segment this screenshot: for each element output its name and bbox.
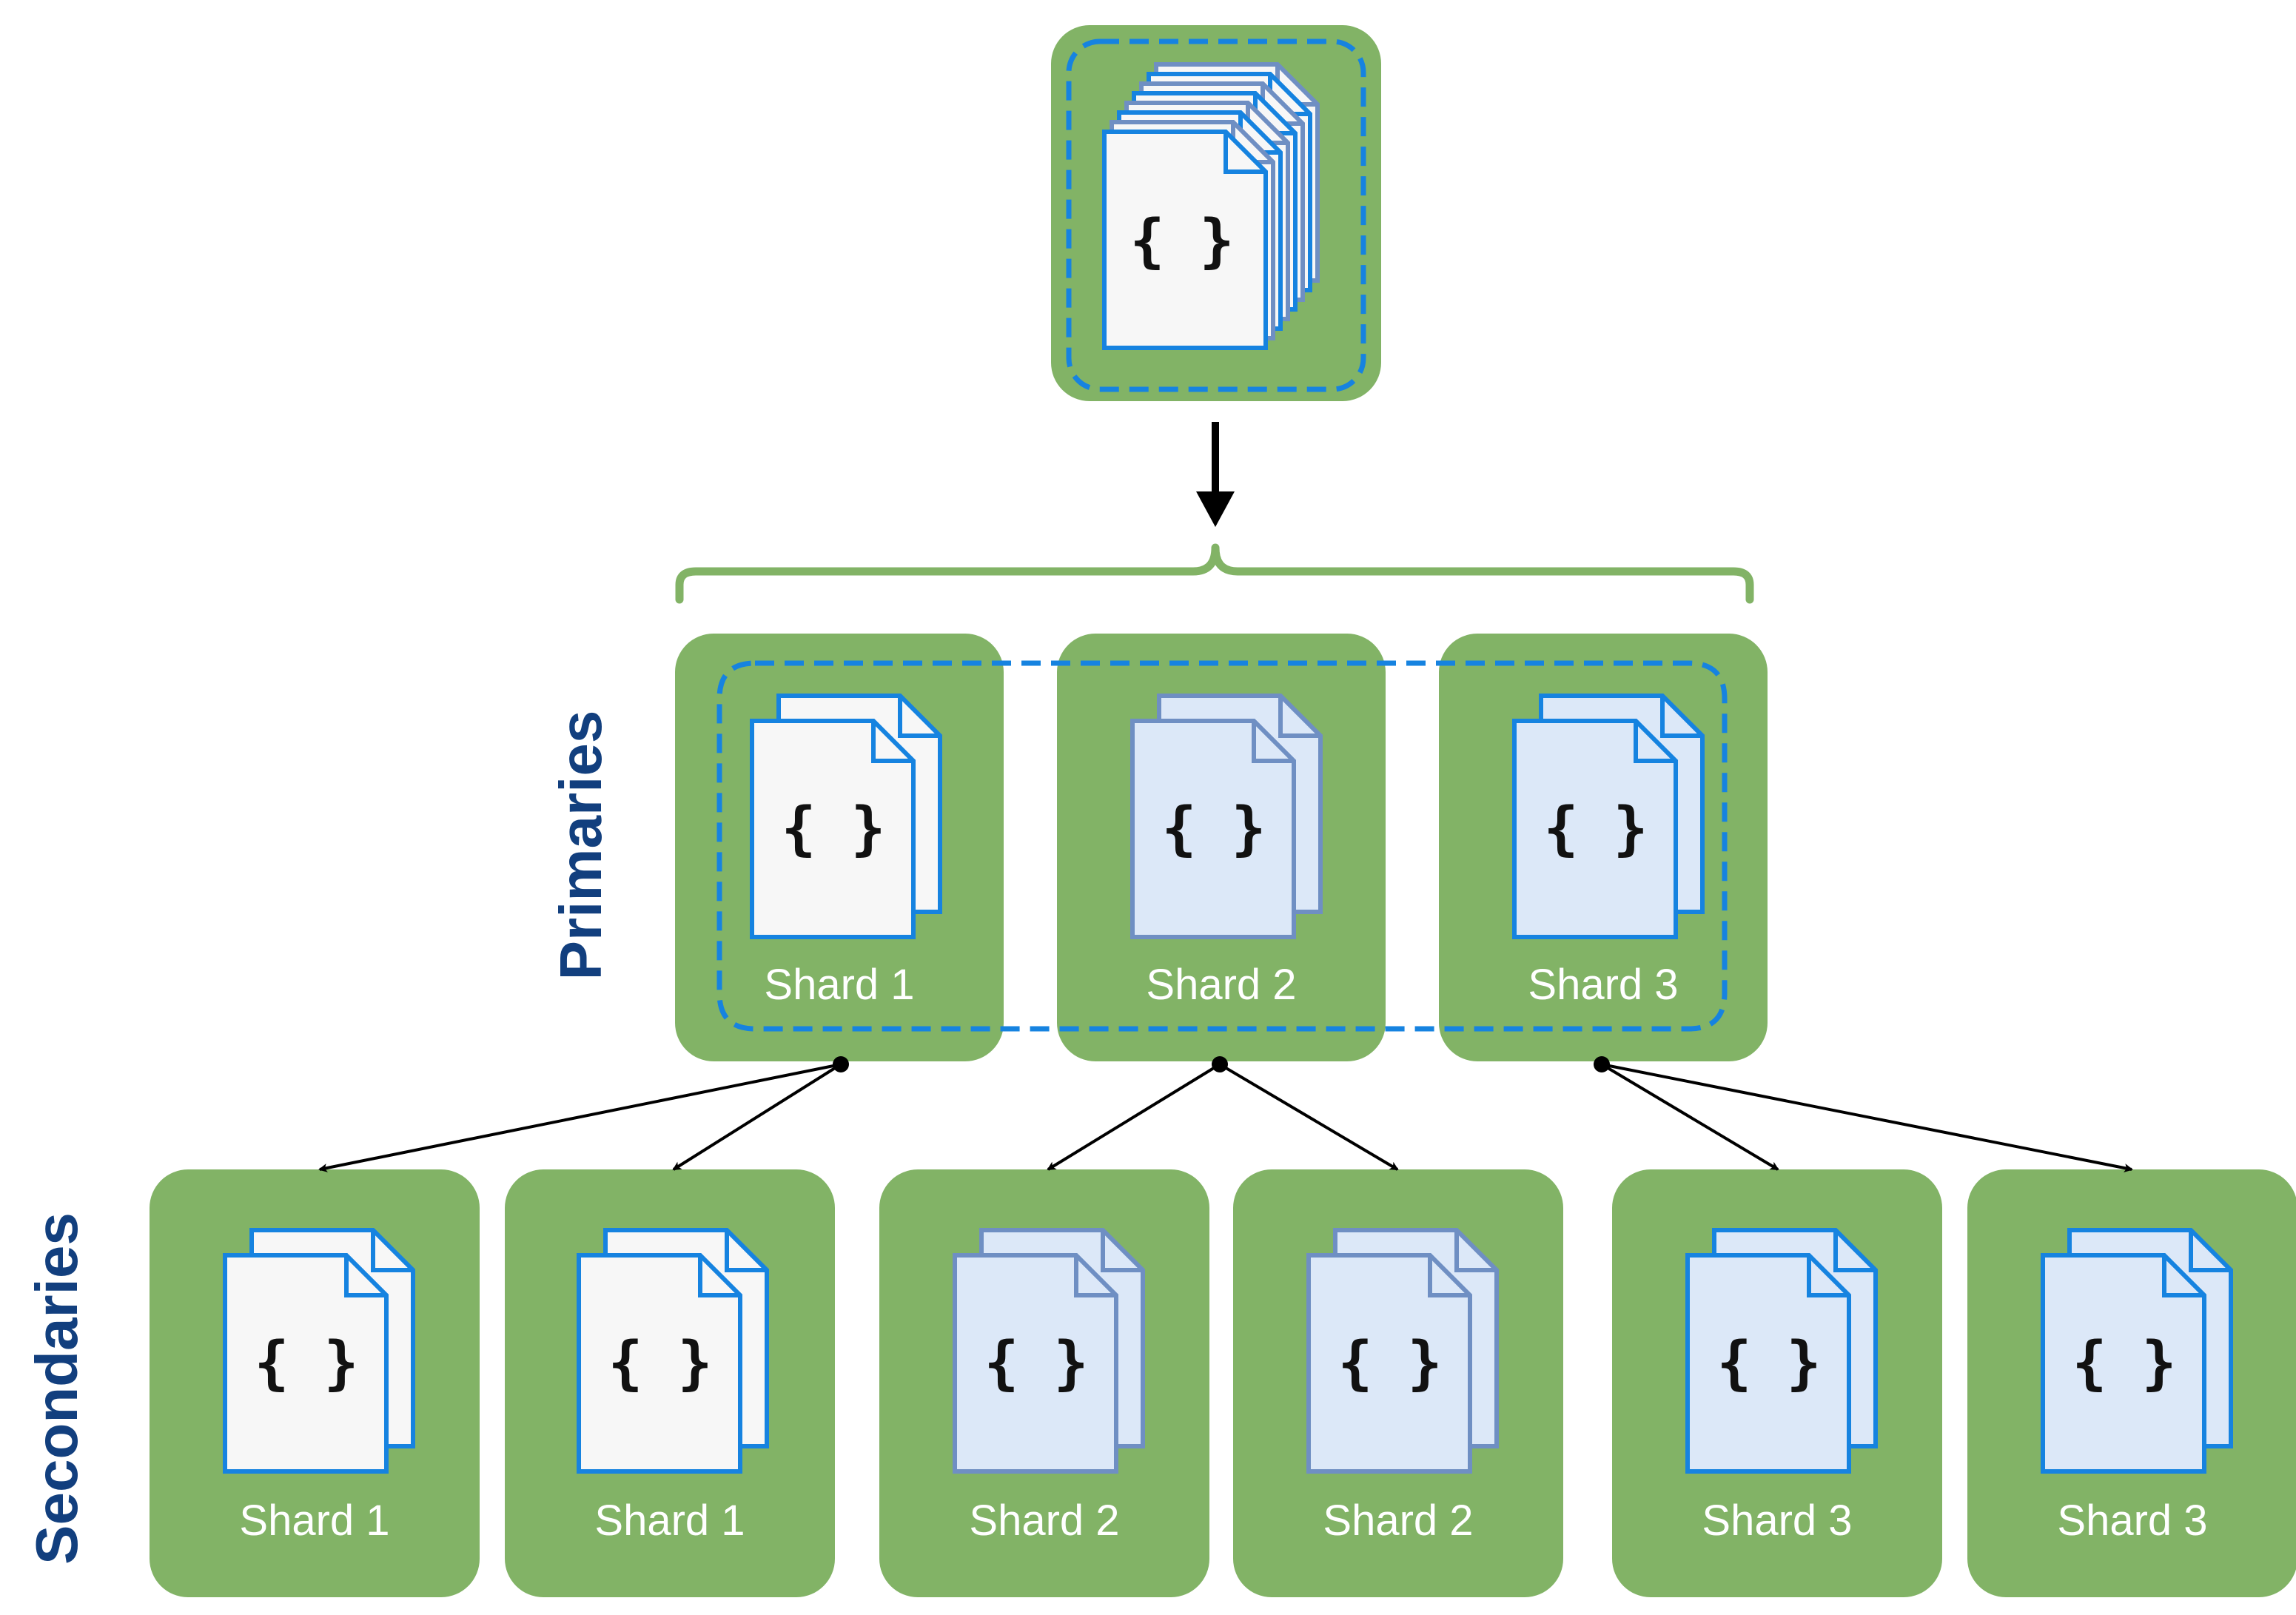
document-pair-icon: { } [1306, 1228, 1499, 1474]
document-pair-icon: { } [2041, 1228, 2233, 1474]
front-page-icon [577, 1253, 742, 1474]
front-page-icon [953, 1253, 1118, 1474]
secondary-shard-label: Shard 1 [239, 1497, 389, 1545]
replication-arrow [672, 1063, 842, 1171]
document-braces: { } [255, 1330, 359, 1397]
front-page-icon [1512, 719, 1678, 939]
secondary-shard-label: Shard 3 [2057, 1497, 2207, 1545]
secondary-shard-label: Shard 2 [1323, 1497, 1473, 1545]
replication-source-dot [833, 1056, 849, 1072]
document-pair-icon: { } [1130, 694, 1323, 939]
replication-source-dot [1594, 1056, 1610, 1072]
group-brace [675, 543, 1754, 604]
document-stack-icon [1102, 62, 1320, 350]
primary-shard-label: Shard 3 [1528, 961, 1678, 1009]
document-pair-icon: { } [750, 694, 942, 939]
replication-arrows [318, 1063, 2133, 1172]
document-icons: { } { } { } { } { } { } { } { } { } [223, 694, 2233, 1474]
front-page-icon [1685, 1253, 1851, 1474]
primary-shard-label: Shard 2 [1146, 961, 1296, 1009]
replication-arrow [1600, 1063, 1779, 1171]
replication-arrow [1047, 1063, 1221, 1171]
replication-arrow [1218, 1063, 1399, 1171]
primary-shard-label: Shard 1 [764, 961, 914, 1009]
secondary-shard-label: Shard 2 [969, 1497, 1119, 1545]
secondary-shard-label: Shard 1 [594, 1497, 745, 1545]
document-pair-icon: { } [953, 1228, 1145, 1474]
front-page-icon [1306, 1253, 1472, 1474]
document-pair-icon: { } [223, 1228, 415, 1474]
secondary-shard-label: Shard 3 [1702, 1497, 1852, 1545]
distribute-arrow [1196, 422, 1235, 527]
front-page-icon [2041, 1253, 2206, 1474]
document-pair-icon: { } [577, 1228, 769, 1474]
front-page-icon [750, 719, 916, 939]
document-braces: { } [608, 1330, 713, 1397]
replication-arrow [1601, 1063, 2133, 1172]
replication-source-dot [1212, 1056, 1228, 1072]
document-braces: { } [1717, 1330, 1822, 1397]
document-braces: { } [1544, 796, 1648, 862]
document-braces: { } [1338, 1330, 1443, 1397]
document-braces: { } [984, 1330, 1089, 1397]
front-page-icon [1130, 719, 1296, 939]
primaries-label: Primaries [548, 711, 614, 981]
stack-page-icon [1102, 130, 1268, 350]
source-doc-braces: { } [1130, 208, 1235, 275]
primaries-dashed-outline [716, 660, 1728, 1032]
front-page-icon [223, 1253, 389, 1474]
document-pair-icon: { } [1685, 1228, 1878, 1474]
replication-arrow [318, 1063, 842, 1172]
document-braces: { } [2072, 1330, 2177, 1397]
document-braces: { } [1162, 796, 1266, 862]
document-braces: { } [782, 796, 886, 862]
document-pair-icon: { } [1512, 694, 1705, 939]
secondaries-label: Secondaries [24, 1212, 90, 1565]
